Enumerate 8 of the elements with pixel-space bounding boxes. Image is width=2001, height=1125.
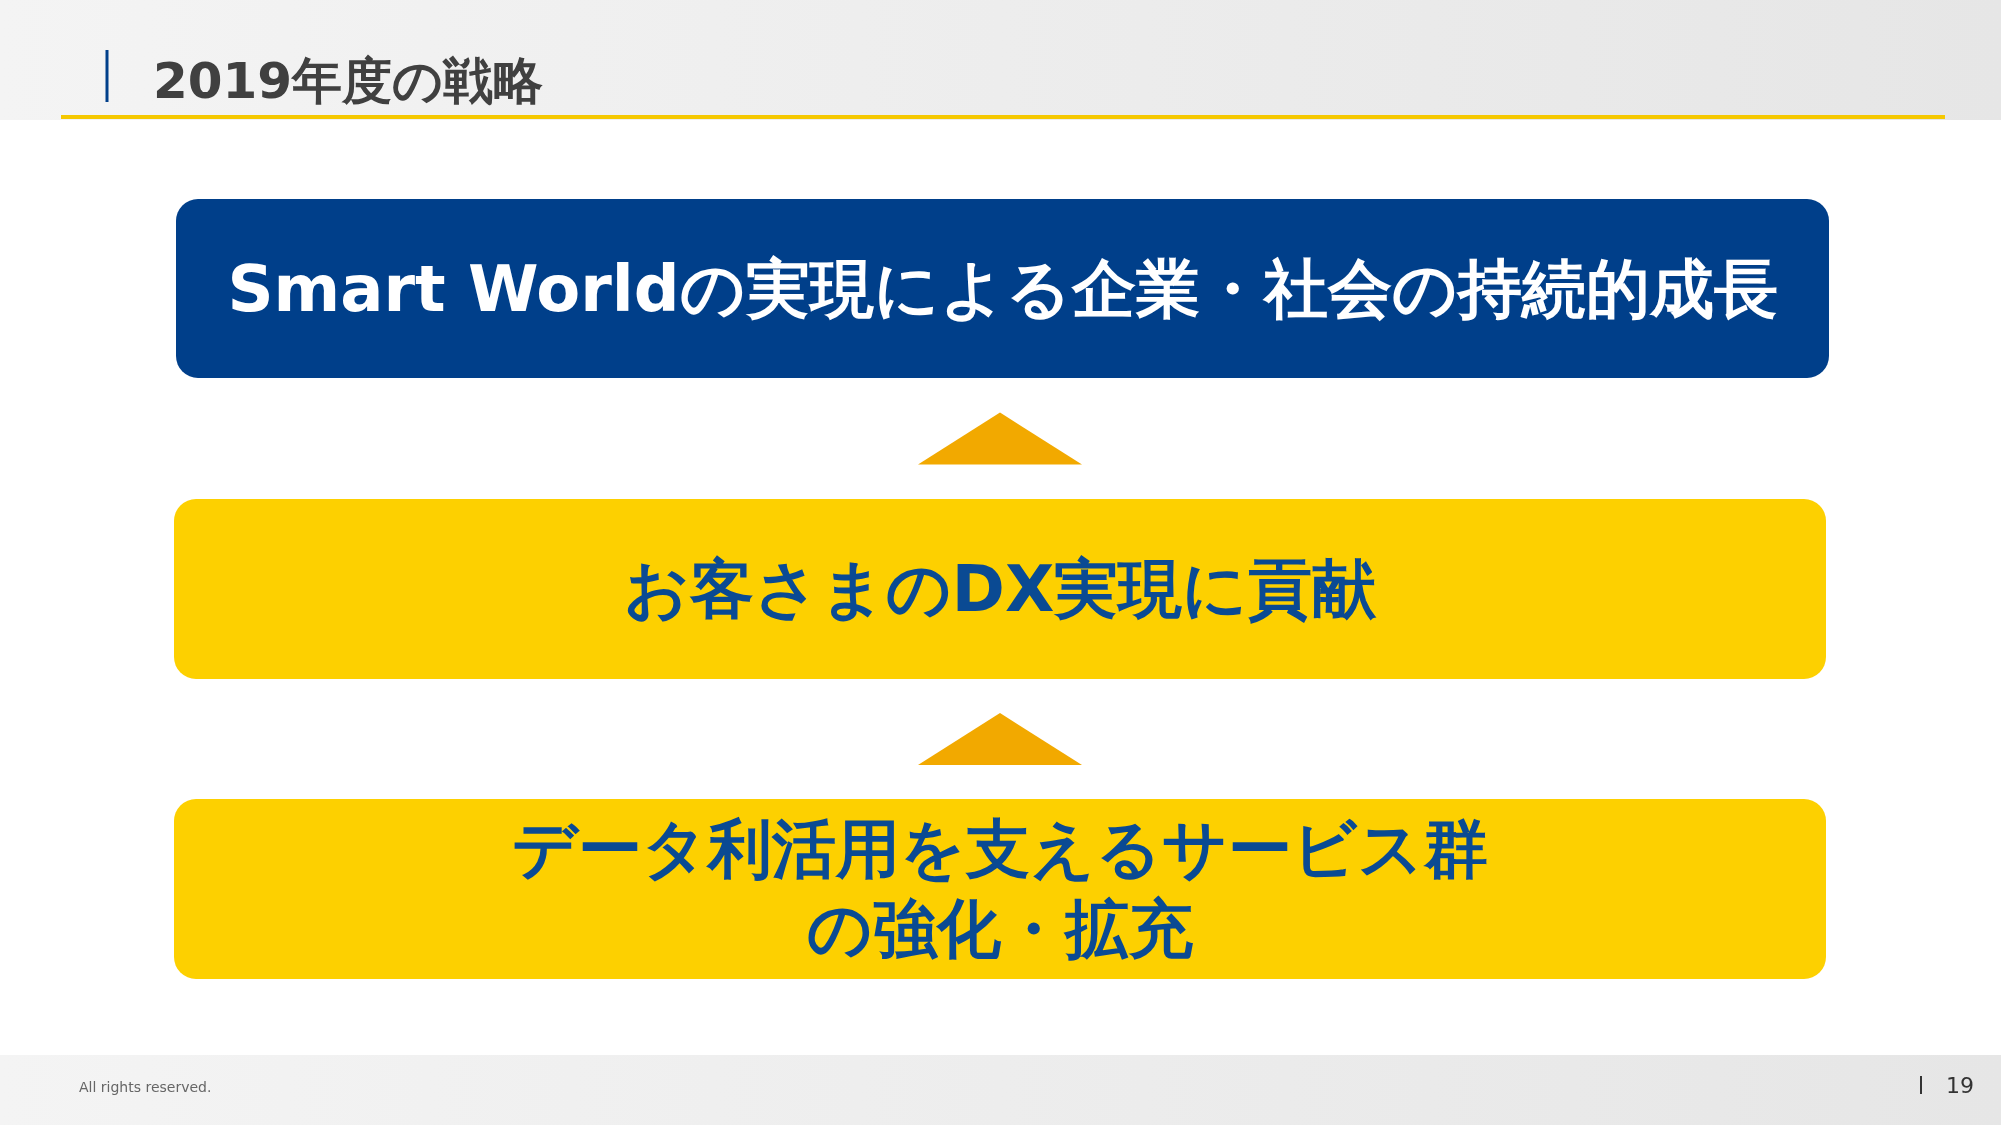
slide-title: 2019年度の戦略 [153, 51, 544, 112]
strategy-box: お客さまのDX実現に貢献 [174, 499, 1826, 679]
strategy-box: データ利活用を支えるサービス群の強化・拡充 [174, 799, 1826, 979]
arrow [918, 713, 1082, 765]
copyright-notice: All rights reserved. [79, 1079, 212, 1095]
goal-box: Smart Worldの実現による企業・社会の持続的成長 [176, 199, 1829, 378]
arrow [918, 412, 1082, 465]
page-number: 19 [1946, 1073, 1974, 1098]
